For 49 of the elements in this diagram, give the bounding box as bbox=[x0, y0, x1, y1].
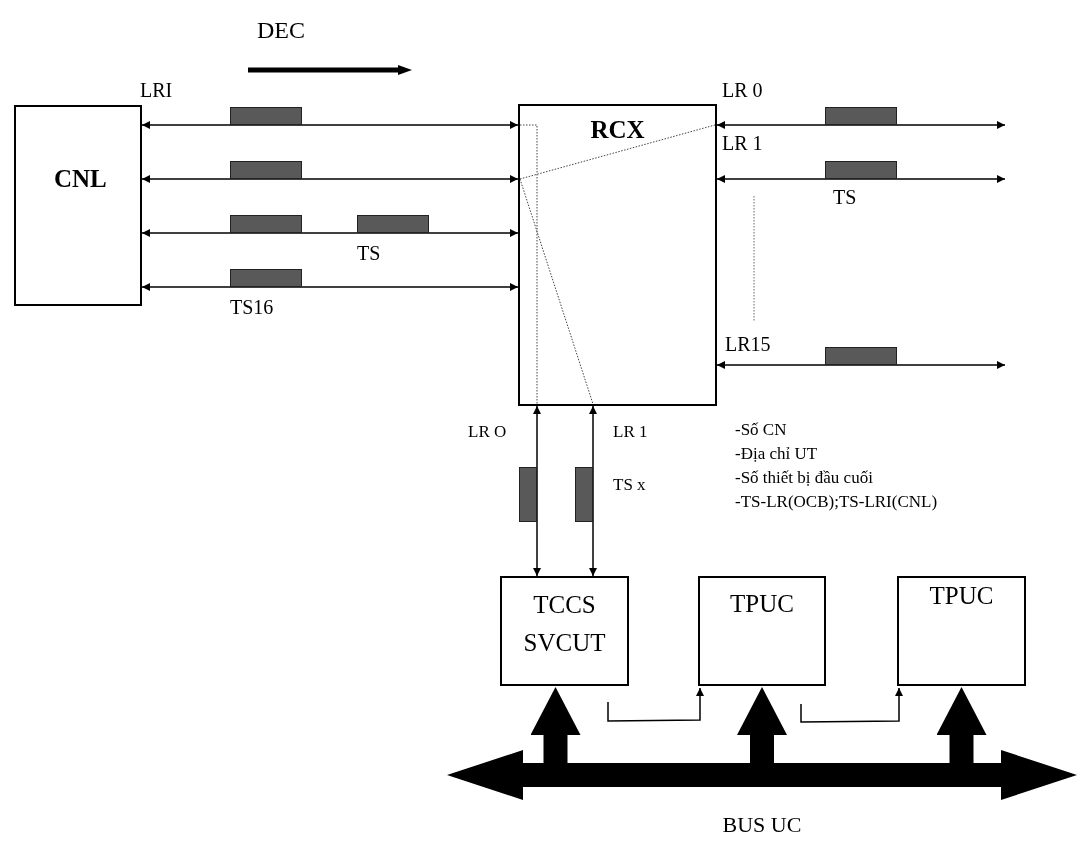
time-slot-block bbox=[519, 467, 537, 522]
arrow bbox=[533, 405, 541, 577]
cnl-box bbox=[14, 105, 142, 306]
arrow bbox=[141, 175, 519, 183]
line-label: LR 1 bbox=[613, 423, 648, 440]
time-slot-block bbox=[575, 467, 593, 522]
line-label: LRI bbox=[140, 80, 173, 100]
bus-arrow bbox=[936, 687, 987, 763]
time-slot-label: TS bbox=[357, 243, 381, 263]
node-label: TPUC bbox=[928, 582, 995, 611]
bus-arrow bbox=[737, 687, 787, 763]
arrow bbox=[716, 175, 1006, 183]
time-slot-block bbox=[230, 161, 302, 179]
arrow bbox=[141, 121, 519, 129]
time-slot-block bbox=[357, 215, 429, 233]
arrow bbox=[716, 361, 1006, 369]
direction-label: DEC bbox=[257, 18, 305, 42]
time-slot-block bbox=[825, 347, 897, 365]
node-label: CNL bbox=[54, 165, 108, 194]
time-slot-block bbox=[825, 107, 897, 125]
node-label: TPUC bbox=[729, 590, 795, 619]
line-label: LR15 bbox=[725, 334, 771, 354]
time-slot-label: TS16 bbox=[230, 297, 274, 317]
node-label: RCX bbox=[589, 116, 646, 145]
unit-box bbox=[500, 576, 629, 686]
line-label: LR 1 bbox=[722, 133, 763, 153]
time-slot-label: TS x bbox=[613, 476, 646, 493]
bus-arrow bbox=[530, 687, 581, 763]
time-slot-block bbox=[230, 215, 302, 233]
time-slot-block bbox=[230, 269, 302, 287]
bus-label: BUS UC bbox=[721, 812, 803, 838]
note-text: -Số CN bbox=[735, 421, 787, 438]
line-label: LR 0 bbox=[722, 80, 763, 100]
note-text: -Số thiết bị đầu cuối bbox=[735, 469, 873, 486]
note-text: -Địa chỉ UT bbox=[735, 445, 818, 462]
arrow bbox=[607, 687, 704, 722]
time-slot-block bbox=[825, 161, 897, 179]
arrow bbox=[589, 405, 597, 577]
arrow bbox=[716, 121, 1006, 129]
arrow bbox=[141, 229, 519, 237]
unit-box bbox=[698, 576, 826, 686]
time-slot-block bbox=[230, 107, 302, 125]
line-label: LR O bbox=[468, 423, 507, 440]
arrow bbox=[141, 283, 519, 291]
arrow bbox=[800, 687, 903, 723]
unit-box bbox=[897, 576, 1026, 686]
note-text: -TS-LR(OCB);TS-LRI(CNL) bbox=[735, 493, 938, 510]
node-label: TCCS SVCUT bbox=[522, 590, 607, 658]
time-slot-label: TS bbox=[833, 187, 857, 207]
